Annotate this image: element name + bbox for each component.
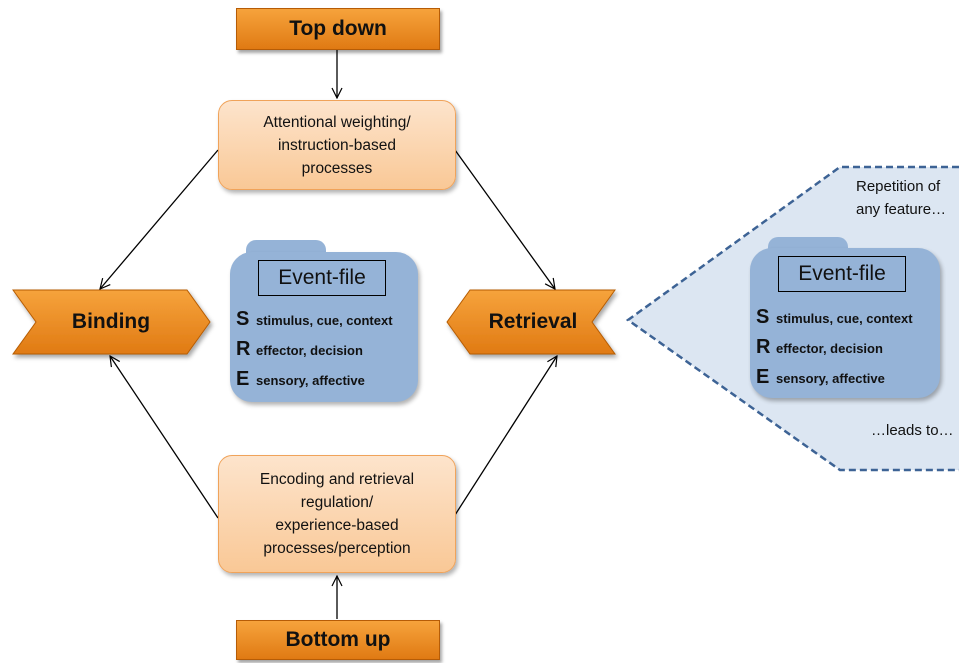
event-file-row-text: effector, decision: [256, 343, 363, 358]
callout-leads-to: …leads to…: [871, 422, 954, 439]
event-file-row-s: S stimulus, cue, context: [236, 308, 393, 331]
event-file-letter: E: [756, 366, 770, 388]
arrow-attentional-to-binding: [100, 149, 219, 289]
event-file-title: Event-file: [258, 260, 386, 296]
arrow-attentional-to-retrieval: [454, 149, 555, 289]
encoding-retrieval-box: Encoding and retrieval regulation/ exper…: [218, 455, 456, 573]
callout-event-file-folder: Event-file S stimulus, cue, context R ef…: [750, 248, 940, 398]
arrow-encoding-to-binding: [110, 356, 219, 519]
event-file-row-text: stimulus, cue, context: [776, 311, 913, 326]
callout-event-file-row-s: S stimulus, cue, context: [756, 306, 913, 329]
attentional-weighting-text: Attentional weighting/ instruction-based…: [263, 113, 411, 177]
event-file-letter: S: [236, 308, 250, 330]
top-down-banner: Top down: [236, 8, 440, 50]
event-file-letter: S: [756, 306, 770, 328]
callout-event-file-title: Event-file: [778, 256, 906, 292]
arrow-encoding-to-retrieval: [454, 356, 557, 516]
event-file-row-e: E sensory, affective: [236, 368, 365, 391]
bottom-up-banner: Bottom up: [236, 620, 440, 660]
bottom-up-label: Bottom up: [285, 628, 391, 651]
callout-event-file-row-e: E sensory, affective: [756, 366, 885, 389]
event-file-letter: R: [756, 336, 771, 358]
retrieval-label: Retrieval: [488, 310, 578, 333]
attentional-weighting-box: Attentional weighting/ instruction-based…: [218, 100, 456, 190]
event-file-row-text: sensory, affective: [776, 371, 885, 386]
binding-label-wrap: Binding: [36, 290, 186, 354]
encoding-retrieval-text: Encoding and retrieval regulation/ exper…: [259, 471, 415, 557]
event-file-row-text: sensory, affective: [256, 373, 365, 388]
top-down-label: Top down: [289, 17, 387, 40]
event-file-letter: R: [236, 338, 251, 360]
callout-repetition-line1: Repetition of: [856, 178, 941, 195]
callout-repetition-line2: any feature…: [856, 201, 947, 218]
event-file-row-text: stimulus, cue, context: [256, 313, 393, 328]
retrieval-label-wrap: Retrieval: [468, 290, 598, 354]
binding-label: Binding: [71, 310, 151, 333]
binding-chevron: [12, 289, 211, 355]
event-file-folder: Event-file S stimulus, cue, context R ef…: [230, 252, 418, 402]
event-file-row-r: R effector, decision: [236, 338, 363, 361]
event-file-letter: E: [236, 368, 250, 390]
retrieval-chevron: [446, 289, 616, 355]
callout-event-file-row-r: R effector, decision: [756, 336, 883, 359]
event-file-row-text: effector, decision: [776, 341, 883, 356]
